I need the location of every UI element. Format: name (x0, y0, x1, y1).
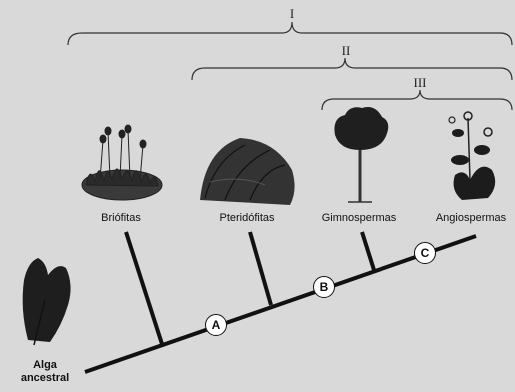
base-label-line-1: Alga (33, 359, 57, 371)
taxon-label-gimnospermas: Gimnospermas (321, 212, 397, 224)
node-b: B (313, 276, 335, 298)
branch-briofitas (124, 231, 164, 345)
node-c: C (414, 242, 436, 264)
main-trunk (84, 234, 477, 374)
group-label-2: II (341, 43, 351, 58)
flowering-plant-illustration (448, 111, 496, 200)
base-label: Alga ancestral (21, 359, 69, 385)
algae-illustration (22, 258, 71, 346)
base-label-line-2: ancestral (20, 372, 70, 384)
taxon-label-briofitas: Briófitas (101, 212, 141, 224)
branch-gimnospermas (360, 231, 376, 271)
conifer-tree-illustration (334, 107, 389, 203)
bracket-group-2 (191, 57, 513, 81)
taxon-label-pteridofitas: Pteridófitas (219, 212, 275, 224)
group-label-1: I (289, 6, 295, 21)
group-label-3: III (413, 75, 427, 90)
branch-pteridofitas (248, 231, 273, 306)
moss-illustration (81, 124, 163, 201)
bracket-group-1 (67, 21, 513, 46)
fern-illustration (200, 138, 295, 205)
node-a: A (205, 314, 227, 336)
bracket-group-3 (321, 89, 513, 111)
taxon-label-angiospermas: Angiospermas (435, 212, 507, 224)
